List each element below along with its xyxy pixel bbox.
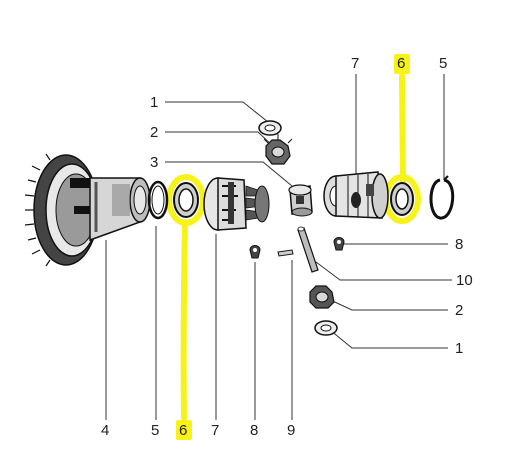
callout-10: 10	[456, 272, 473, 289]
callout-9: 9	[287, 422, 296, 439]
callout-7-top: 7	[351, 55, 360, 72]
callout-3: 3	[150, 154, 159, 171]
cross-pin-part	[297, 226, 319, 273]
differential-case-left-part	[203, 177, 270, 231]
callout-6-top-highlight	[394, 54, 410, 74]
snap-ring-right-part	[429, 175, 455, 220]
leader-lines	[105, 74, 452, 420]
spacer-bushing-part	[288, 184, 313, 217]
callout-5-bottom: 5	[151, 422, 160, 439]
clip-left-part	[249, 245, 261, 259]
washer-right-part	[314, 320, 338, 336]
gear-shaft-part	[24, 153, 151, 267]
callout-6-bottom: 6	[179, 422, 188, 439]
bevel-gear-top-part	[263, 134, 293, 165]
callout-2-top: 2	[150, 124, 159, 141]
clip-right-part	[333, 237, 345, 251]
callout-1-right: 1	[455, 340, 464, 357]
differential-case-right-part	[323, 171, 389, 219]
highlight-marks	[166, 73, 421, 421]
highlight-seal-left	[166, 174, 206, 226]
callout-8-bottom: 8	[250, 422, 259, 439]
snap-ring-left-part	[147, 180, 169, 220]
leader-1-top	[165, 101, 269, 123]
leader-3	[165, 161, 293, 187]
oil-seal-left-part	[173, 182, 199, 218]
callout-4: 4	[101, 422, 110, 439]
short-pin-part	[277, 249, 294, 257]
leader-10	[315, 261, 452, 281]
highlight-stroke-right	[399, 73, 406, 185]
callout-8-right: 8	[455, 236, 464, 253]
callout-2-right: 2	[455, 302, 464, 319]
callout-6-bottom-highlight	[176, 420, 192, 440]
leader-2-right	[325, 297, 448, 311]
leader-1-right	[329, 329, 448, 349]
bevel-gear-right-part	[309, 285, 335, 309]
callout-7-bottom: 7	[211, 422, 220, 439]
callout-1-top: 1	[150, 94, 159, 111]
leader-2-top	[165, 131, 276, 149]
callout-5-top: 5	[439, 55, 448, 72]
oil-seal-right-part	[390, 182, 414, 216]
callout-6-top: 6	[397, 55, 406, 72]
washer-top-part	[258, 120, 282, 136]
highlight-stroke-left	[180, 219, 188, 421]
